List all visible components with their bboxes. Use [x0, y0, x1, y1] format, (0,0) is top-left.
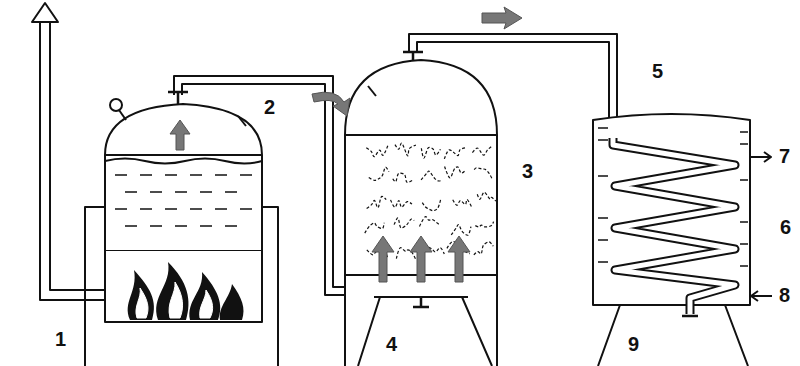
liquid-dash: [115, 208, 127, 210]
liquid-dash: [215, 208, 227, 210]
water-outlet: [750, 152, 771, 162]
pressure-gauge: [110, 99, 122, 111]
column-packing: [391, 200, 412, 207]
boiler: [105, 104, 262, 250]
liquid-dash: [598, 175, 608, 177]
column-packing: [472, 147, 491, 155]
steam-arrow: [448, 236, 470, 282]
column-packing: [420, 217, 440, 227]
water-inlet: [751, 291, 772, 301]
column-packing: [367, 196, 387, 208]
column: [345, 60, 497, 366]
exhaust-arrow: [32, 3, 58, 22]
liquid-dash: [740, 265, 748, 267]
callout-number: 3: [522, 160, 533, 182]
firebox: [105, 250, 262, 322]
vapour-arrow: [482, 7, 522, 29]
tank-legs: [598, 305, 748, 366]
drain-valve: [682, 315, 698, 318]
column-packing: [475, 222, 493, 227]
column-packing: [477, 192, 496, 201]
callout-number: 9: [628, 333, 639, 355]
flow-arrow: [312, 92, 350, 116]
liquid-dash: [740, 221, 748, 223]
liquid-dash: [740, 131, 748, 133]
steam-pipe: [174, 76, 345, 295]
column-packing: [451, 225, 471, 236]
column-packing: [444, 148, 465, 159]
boiler-valve: [168, 92, 188, 104]
coil-bore: [613, 138, 735, 314]
column-packing: [393, 173, 412, 182]
liquid-dash: [165, 208, 177, 210]
callout-number: 7: [779, 145, 790, 167]
column-packing: [394, 218, 414, 228]
boiler-seam: [105, 154, 262, 156]
liquid-dash: [140, 208, 152, 210]
column-packing: [453, 199, 472, 208]
liquid-dash: [225, 225, 237, 227]
liquid-dash: [225, 191, 237, 193]
liquid-dash: [740, 179, 748, 181]
callout-number: 2: [264, 96, 275, 118]
column-packing: [395, 143, 416, 156]
liquid-dash: [150, 191, 162, 193]
liquid-dash: [115, 174, 127, 176]
steam-arrow: [410, 236, 432, 282]
callout-number: 4: [386, 333, 397, 355]
column-packing: [422, 198, 441, 211]
liquid-dash: [598, 261, 608, 263]
column-packing: [474, 242, 493, 255]
flames: [128, 262, 244, 320]
liquid-dash: [240, 208, 252, 210]
column-packing: [474, 168, 492, 179]
base-valve: [413, 297, 429, 307]
liquid-dash: [740, 143, 748, 145]
callout-number: 5: [652, 60, 663, 82]
column-packing: [421, 147, 440, 158]
liquid-dash: [200, 191, 212, 193]
liquid-dash: [200, 225, 212, 227]
liquid-dash: [215, 174, 227, 176]
water-surface: [105, 159, 262, 164]
callout-number: 1: [55, 328, 66, 350]
column-base: [358, 297, 492, 366]
steam-arrow: [170, 120, 190, 150]
liquid-dash: [175, 225, 187, 227]
column-packing: [366, 145, 388, 156]
liquid-dash: [598, 139, 608, 141]
liquid-dash: [125, 191, 137, 193]
liquid-dash: [598, 127, 608, 129]
liquid-dash: [165, 174, 177, 176]
column-valve: [403, 52, 423, 61]
condenser-coil: [613, 138, 735, 314]
liquid-dash: [175, 191, 187, 193]
liquid-dash: [598, 217, 608, 219]
liquid-dash: [125, 225, 137, 227]
boiler-tick: [238, 116, 246, 126]
column-packing: [369, 167, 389, 180]
column-packing: [421, 171, 441, 181]
liquid-dash: [140, 174, 152, 176]
callout-number: 6: [780, 216, 791, 238]
liquid-dash: [190, 208, 202, 210]
liquid-dash: [240, 174, 252, 176]
column-packing: [365, 223, 384, 233]
liquid-dash: [190, 174, 202, 176]
column-packing: [445, 167, 465, 178]
chimney-pipe: [40, 22, 105, 300]
vapour-pipe: [409, 34, 617, 140]
callout-number: 8: [779, 284, 790, 306]
liquid-dash: [598, 239, 608, 241]
column-tick: [368, 86, 376, 96]
liquid-dash: [150, 225, 162, 227]
gauge-stem: [119, 110, 126, 120]
liquid-dash: [740, 243, 748, 245]
steam-arrow: [372, 236, 394, 282]
